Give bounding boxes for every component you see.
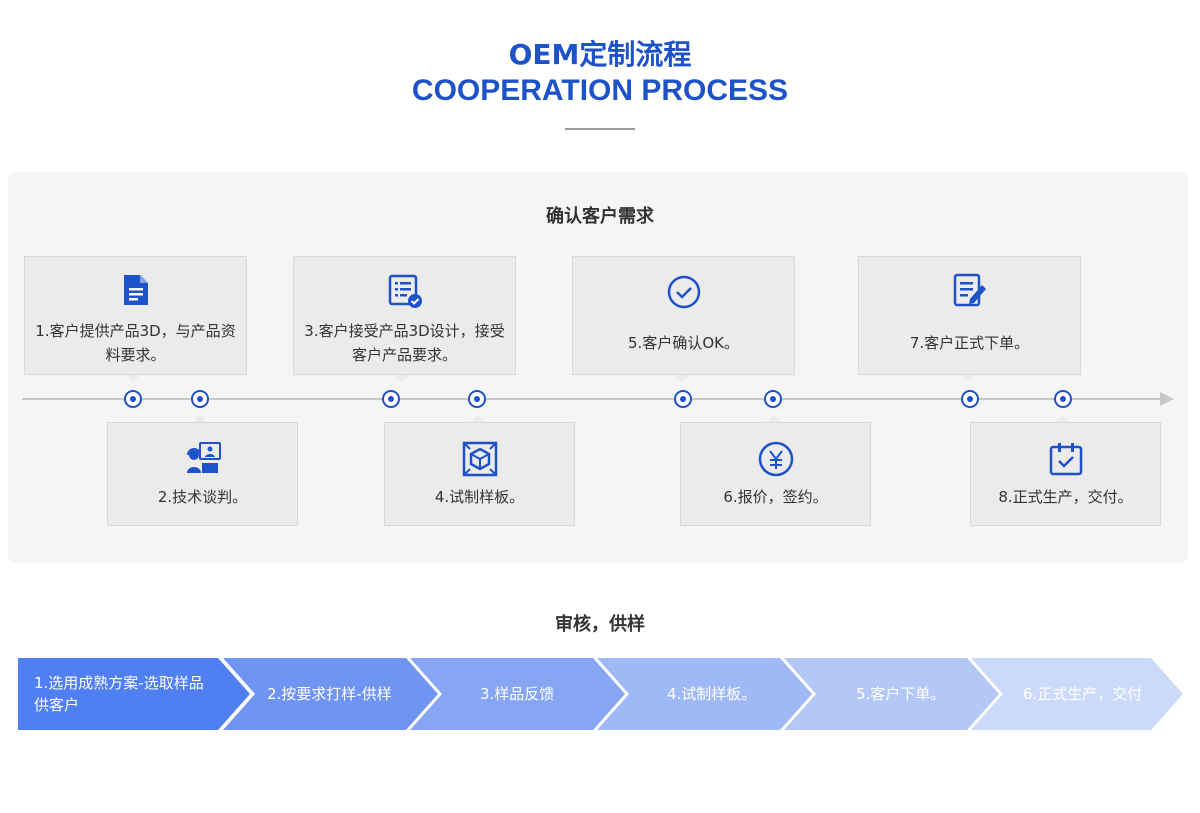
timeline-dot-8 bbox=[1054, 390, 1072, 408]
3d-box-icon bbox=[462, 441, 498, 481]
step-card-4: 4.试制样板。 bbox=[384, 422, 575, 526]
chevron-label-5: 5.客户下单。 bbox=[856, 685, 946, 703]
section1-title: 确认客户需求 bbox=[546, 206, 654, 227]
step-label-4: 4.试制样板。 bbox=[434, 488, 525, 506]
chevron-step-4: 4.试制样板。 bbox=[597, 658, 812, 730]
section2-title: 审核，供样 bbox=[555, 614, 645, 635]
check-circle-icon bbox=[667, 275, 701, 313]
timeline-dot-2 bbox=[191, 390, 209, 408]
title-divider bbox=[565, 128, 635, 130]
step-card-1: 1.客户提供产品3D，与产品资料要求。 bbox=[24, 256, 247, 375]
calendar-check-icon bbox=[1048, 441, 1084, 481]
sample-process-steps: 1.选用成熟方案-选取样品供客户 2.按要求打样-供样 3.样品反馈 4.试制样… bbox=[18, 658, 1183, 730]
timeline-arrow-icon bbox=[1160, 392, 1174, 406]
step-label-1: 1.客户提供产品3D，与产品资料要求。 bbox=[35, 322, 236, 364]
card-pointer bbox=[395, 375, 409, 382]
timeline-dot-5 bbox=[674, 390, 692, 408]
card-pointer bbox=[961, 375, 975, 382]
step-label-2: 2.技术谈判。 bbox=[157, 488, 248, 506]
card-pointer bbox=[1056, 415, 1070, 422]
step-card-8: 8.正式生产，交付。 bbox=[970, 422, 1161, 526]
chevron-label-2: 2.按要求打样-供样 bbox=[267, 685, 392, 703]
chevron-step-2: 2.按要求打样-供样 bbox=[223, 658, 438, 730]
step-label-8: 8.正式生产，交付。 bbox=[998, 488, 1133, 506]
page-title-en: COOPERATION PROCESS bbox=[411, 74, 789, 107]
chevron-step-3: 3.样品反馈 bbox=[410, 658, 625, 730]
timeline-line bbox=[22, 398, 1162, 400]
step-label-6: 6.报价，签约。 bbox=[723, 488, 828, 506]
chevron-label-4: 4.试制样板。 bbox=[667, 685, 757, 703]
card-pointer bbox=[193, 415, 207, 422]
timeline-dot-6 bbox=[764, 390, 782, 408]
timeline-dot-1 bbox=[124, 390, 142, 408]
step-label-3: 3.客户接受产品3D设计，接受客户产品要求。 bbox=[304, 322, 505, 364]
timeline-dot-3 bbox=[382, 390, 400, 408]
step-card-6: 6.报价，签约。 bbox=[680, 422, 871, 526]
chevron-label-1: 1.选用成熟方案-选取样品供客户 bbox=[34, 674, 204, 714]
chevron-label-6: 6.正式生产，交付 bbox=[1023, 685, 1143, 703]
page-title-cn: OEM定制流程 bbox=[508, 38, 692, 71]
checklist-approved-icon bbox=[387, 273, 423, 313]
order-form-icon bbox=[952, 273, 988, 313]
step-card-5: 5.客户确认OK。 bbox=[572, 256, 795, 375]
timeline-dot-7 bbox=[961, 390, 979, 408]
card-pointer bbox=[766, 415, 780, 422]
step-card-7: 7.客户正式下单。 bbox=[858, 256, 1081, 375]
chevron-step-6: 6.正式生产，交付 bbox=[971, 658, 1183, 730]
step-card-3: 3.客户接受产品3D设计，接受客户产品要求。 bbox=[293, 256, 516, 375]
card-pointer bbox=[126, 375, 140, 382]
yuan-coin-icon bbox=[758, 441, 794, 481]
chevron-step-1: 1.选用成熟方案-选取样品供客户 bbox=[18, 658, 250, 730]
step-label-7: 7.客户正式下单。 bbox=[909, 334, 1030, 352]
timeline-dot-4 bbox=[468, 390, 486, 408]
step-label-5: 5.客户确认OK。 bbox=[628, 334, 739, 352]
card-pointer bbox=[675, 375, 689, 382]
step-card-2: 2.技术谈判。 bbox=[107, 422, 298, 526]
chevron-label-3: 3.样品反馈 bbox=[480, 685, 555, 703]
card-pointer bbox=[470, 415, 484, 422]
chevron-step-5: 5.客户下单。 bbox=[784, 658, 999, 730]
support-agent-icon bbox=[184, 441, 222, 479]
document-icon bbox=[122, 273, 150, 311]
